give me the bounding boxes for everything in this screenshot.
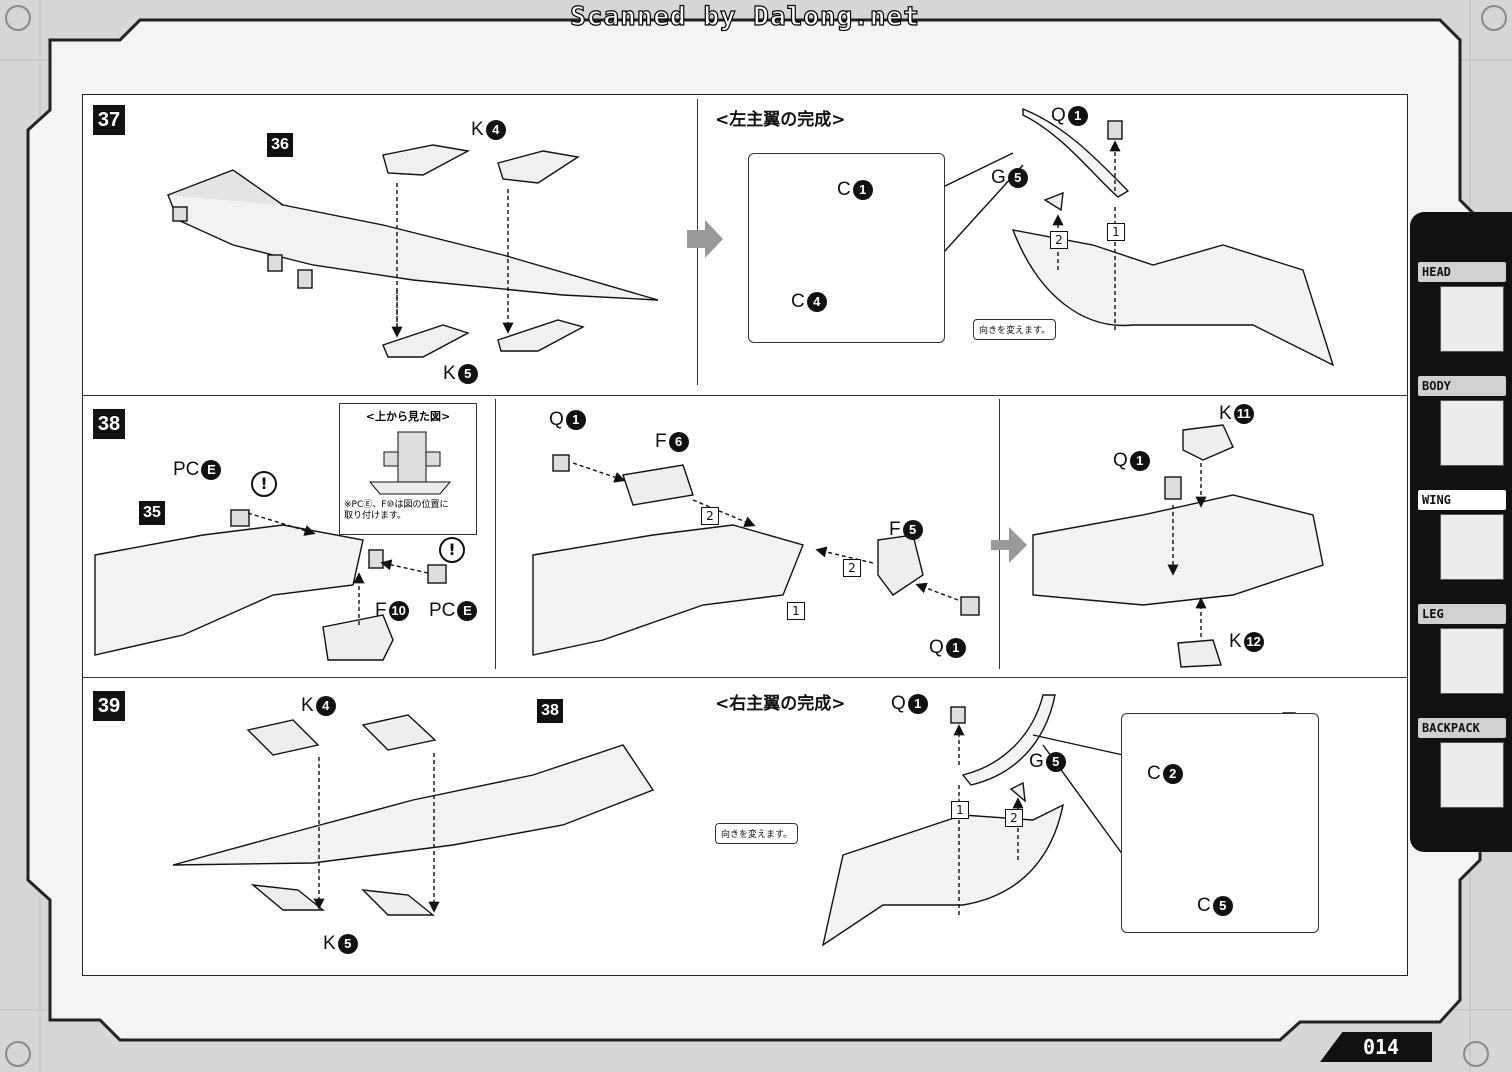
step-39-ref-badge: 38 bbox=[537, 699, 563, 723]
part-k5-a bbox=[382, 324, 470, 358]
corner-bolt-icon bbox=[1463, 1041, 1489, 1067]
order-marker: 2 bbox=[843, 559, 861, 577]
nav-tab-label: BODY bbox=[1418, 376, 1506, 396]
nav-tab-leg[interactable]: LEG bbox=[1418, 604, 1506, 694]
body-part-icon bbox=[1440, 400, 1504, 466]
order-marker: 2 bbox=[701, 507, 719, 525]
order-marker: 2 bbox=[1005, 809, 1023, 827]
step-37-ref-badge: 36 bbox=[267, 133, 293, 157]
left-wing-illustration bbox=[167, 184, 659, 301]
head-part-icon bbox=[1440, 286, 1504, 352]
wing-part-icon bbox=[1440, 514, 1504, 580]
rotate-note: 向きを変えます。 bbox=[715, 823, 799, 844]
nav-tab-label: BACKPACK bbox=[1418, 718, 1506, 738]
backpack-part-icon bbox=[1440, 742, 1504, 808]
nav-tab-wing[interactable]: WING bbox=[1418, 490, 1506, 580]
leg-part-icon bbox=[1440, 628, 1504, 694]
c-part-callout-box bbox=[748, 153, 945, 343]
corner-bolt-icon bbox=[5, 1041, 31, 1067]
step-37-number: 37 bbox=[93, 105, 125, 135]
top-view-diagram bbox=[368, 431, 452, 495]
nav-tab-label: WING bbox=[1418, 490, 1506, 510]
order-marker: 1 bbox=[1107, 223, 1125, 241]
page-number: 014 bbox=[1320, 1032, 1432, 1062]
order-marker: 2 bbox=[1050, 231, 1068, 249]
nav-tab-label: HEAD bbox=[1418, 262, 1506, 282]
corner-bolt-icon bbox=[1481, 5, 1507, 31]
caution-icon: ! bbox=[439, 537, 465, 563]
part-k5-b bbox=[497, 319, 585, 352]
part-k4-b bbox=[497, 150, 580, 184]
step-38-number: 38 bbox=[93, 409, 125, 439]
column-divider bbox=[495, 399, 496, 669]
nav-tab-head[interactable]: HEAD bbox=[1418, 262, 1506, 352]
next-arrow-icon bbox=[991, 527, 1027, 563]
next-arrow-icon bbox=[687, 220, 723, 258]
scan-watermark: Scanned by Dalong.net bbox=[570, 1, 920, 32]
step-38-ref-badge: 35 bbox=[139, 501, 165, 525]
nav-tab-body[interactable]: BODY bbox=[1418, 376, 1506, 466]
part-k4-a bbox=[382, 144, 471, 176]
nav-tab-label: LEG bbox=[1418, 604, 1506, 624]
column-divider bbox=[999, 399, 1000, 669]
rotate-note: 向きを変えます。 bbox=[973, 319, 1057, 340]
corner-bolt-icon bbox=[5, 5, 31, 31]
right-wing-complete-heading: <右主翼の完成> bbox=[715, 694, 846, 714]
order-marker: 1 bbox=[951, 801, 969, 819]
row-divider bbox=[83, 677, 1407, 678]
top-view-inset: <上から見た図> ※PCⒺ、F⑩は図の位置に取り付けます。 bbox=[339, 403, 477, 535]
top-view-title: <上から見た図> bbox=[365, 410, 451, 423]
order-marker: 1 bbox=[787, 602, 805, 620]
step-39-number: 39 bbox=[93, 691, 125, 721]
left-wing-complete-heading: <左主翼の完成> bbox=[715, 110, 846, 130]
row-divider bbox=[83, 395, 1407, 396]
nav-tab-backpack[interactable]: BACKPACK bbox=[1418, 718, 1506, 808]
caution-icon: ! bbox=[251, 471, 277, 497]
top-view-note: ※PCⒺ、F⑩は図の位置に取り付けます。 bbox=[344, 500, 449, 521]
